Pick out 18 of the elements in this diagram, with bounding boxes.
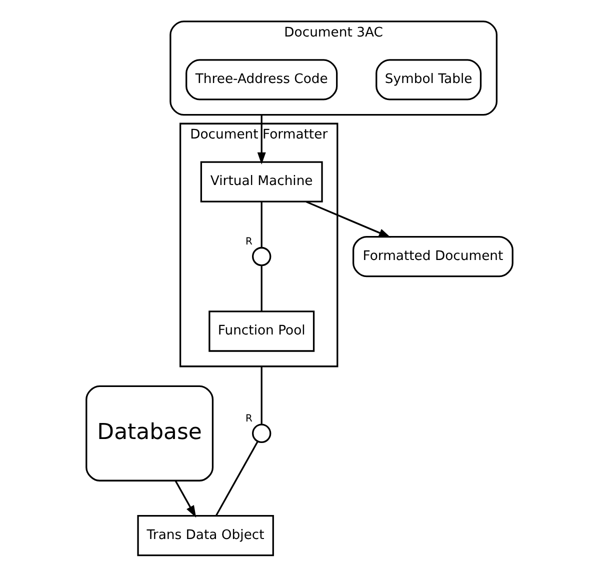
node-box: Database	[86, 385, 214, 482]
connector	[260, 366, 262, 424]
connector	[216, 440, 258, 516]
node-label: R	[246, 236, 252, 248]
node-box: Virtual Machine	[200, 161, 323, 202]
node-box: Symbol Table	[376, 59, 482, 100]
node-box: Trans Data Object	[137, 514, 274, 556]
arrow	[257, 114, 266, 165]
node-circle	[252, 424, 272, 443]
node-box: Function Pool	[208, 310, 315, 352]
connector	[260, 202, 262, 248]
connector	[260, 265, 262, 312]
arrow	[174, 480, 196, 518]
node-box: Three-Address Code	[186, 59, 338, 100]
arrow	[306, 201, 391, 238]
node-box: Formatted Document	[352, 236, 514, 278]
node-label: R	[246, 414, 252, 425]
node-circle	[252, 246, 272, 266]
